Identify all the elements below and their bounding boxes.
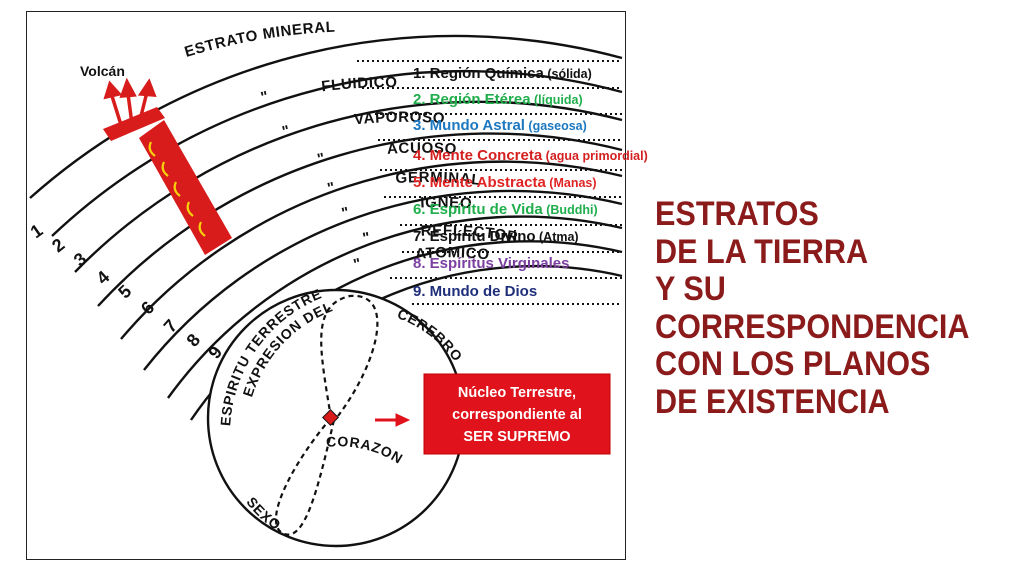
- layer-number: 6: [137, 297, 158, 318]
- layer-number: 5: [114, 281, 135, 302]
- ditto-mark: ": [340, 204, 351, 222]
- side-title-line: DE LA TIERRA: [655, 232, 869, 271]
- leader-lines: [357, 60, 622, 305]
- layer-number: 1: [27, 220, 47, 242]
- plane-label: 2. Región Etérea (líquida): [413, 91, 583, 108]
- stratum-label: IGNEO: [420, 194, 473, 212]
- side-title-line: Y SU: [655, 270, 726, 308]
- upper-lobe: [320, 294, 379, 419]
- plane-label: 8. Espíritus Virginales: [413, 255, 569, 272]
- ditto-mark: ": [281, 122, 292, 140]
- volcano-crater: [103, 107, 165, 141]
- plane-label: 7. Espíritu Divino (Atma): [413, 228, 579, 245]
- stratum-label: GERMINAL: [395, 169, 482, 189]
- callout-line: correspondiente al: [452, 407, 582, 423]
- layer-number: 4: [93, 267, 114, 289]
- stratum-boundary: [74, 100, 623, 273]
- side-title-line: DE EXISTENCIA: [655, 382, 890, 421]
- side-title-line: ESTRATOS: [655, 195, 819, 233]
- eruption-arrows: [103, 77, 157, 129]
- callout-box: Núcleo Terrestre, correspondiente al SER…: [423, 373, 611, 455]
- callout-line: Núcleo Terrestre,: [458, 385, 576, 401]
- stratum-label: ESTRATO MINERAL: [183, 19, 336, 61]
- stratum-label: ACUOSO: [386, 140, 457, 158]
- stratum-boundary: [51, 69, 623, 237]
- plane-label: 4. Mente Concreta (agua primordial): [413, 147, 648, 164]
- stratum-boundary: [167, 215, 623, 399]
- side-title-line: CON LOS PLANOS: [655, 345, 931, 383]
- volcano: [103, 77, 232, 255]
- stratum-boundary: [143, 189, 623, 371]
- stratum-boundary: [29, 34, 623, 199]
- pointer-arrow: [375, 413, 411, 427]
- ditto-mark: ": [326, 179, 337, 197]
- stratum-boundary: [120, 160, 623, 340]
- plane-label: 3. Mundo Astral (gaseosa): [413, 117, 587, 134]
- side-title: ESTRATOS DE LA TIERRA Y SU CORRESPONDENC…: [655, 195, 970, 421]
- strata-labels: ESTRATO MINERAL " FLUIDICO " VAPOROSO " ACUOSO…: [183, 19, 519, 274]
- plane-label: 9. Mundo de Dios: [413, 283, 537, 300]
- planes-list: 1. Región Química (sólida) 2. Región Etér…: [413, 65, 648, 300]
- stratum-label: FLUIDICO: [320, 74, 397, 95]
- layer-number: 7: [160, 316, 182, 337]
- magma-flow-arrows: [148, 141, 206, 237]
- ditto-mark: ": [352, 255, 364, 273]
- stratum-label: ATOMICO: [415, 244, 491, 263]
- core-center: [322, 409, 339, 426]
- side-title-line: CORRESPONDENCIA: [655, 307, 970, 346]
- plane-label: 5. Mente Abstracta (Manas): [413, 174, 597, 191]
- layer-number: 2: [48, 234, 68, 256]
- ditto-mark: ": [361, 229, 372, 247]
- plane-label: 1. Región Química (sólida): [413, 65, 592, 82]
- ditto-mark: ": [316, 150, 327, 168]
- callout-line: SER SUPREMO: [463, 429, 570, 445]
- plane-label: 6. Espíritu de Vida (Buddhi): [413, 201, 598, 218]
- stratum-label: VAPOROSO: [353, 109, 445, 129]
- layer-number: 8: [183, 330, 205, 351]
- volcano-label: Volcán: [80, 63, 125, 79]
- callout-background: [423, 373, 611, 455]
- stratum-boundary: [97, 132, 623, 307]
- ditto-mark: ": [259, 88, 270, 106]
- magma-conduit: [139, 120, 232, 255]
